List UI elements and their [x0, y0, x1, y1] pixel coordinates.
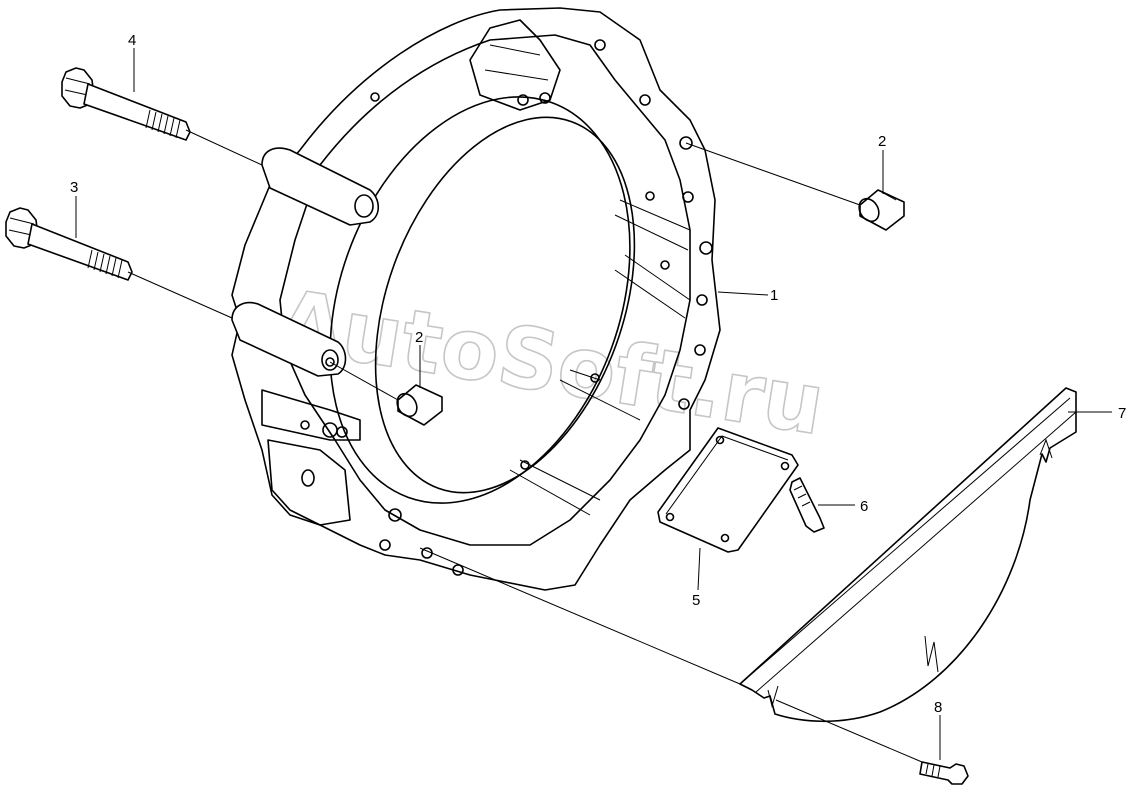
callout-labels: 1 2 2 3 4 5 6 7 8: [70, 32, 1126, 716]
callout-3: 3: [70, 179, 78, 196]
watermark: AutoSoft.ru: [271, 270, 832, 455]
clutch-housing: [231, 7, 721, 591]
bolt-6: [789, 477, 825, 533]
callout-4: 4: [128, 32, 136, 49]
dowel-sleeve-2-upper: [858, 189, 905, 231]
bolt-3: [5, 207, 133, 281]
callout-8: 8: [934, 699, 942, 716]
callout-1: 1: [770, 287, 778, 304]
callout-2-center: 2: [415, 329, 423, 346]
svg-text:AutoSoft.ru: AutoSoft.ru: [271, 271, 830, 454]
bolt-8: [919, 761, 969, 785]
bolt-4: [61, 67, 191, 141]
callout-6: 6: [860, 498, 868, 515]
callout-7: 7: [1118, 405, 1126, 422]
cover-plate-5: [657, 427, 799, 553]
callout-5: 5: [692, 592, 700, 609]
assembly-lines: [75, 48, 1112, 763]
dust-shield-7: [739, 387, 1077, 723]
callout-2-upper: 2: [878, 133, 886, 150]
dowel-sleeve-2-center: [396, 384, 443, 426]
